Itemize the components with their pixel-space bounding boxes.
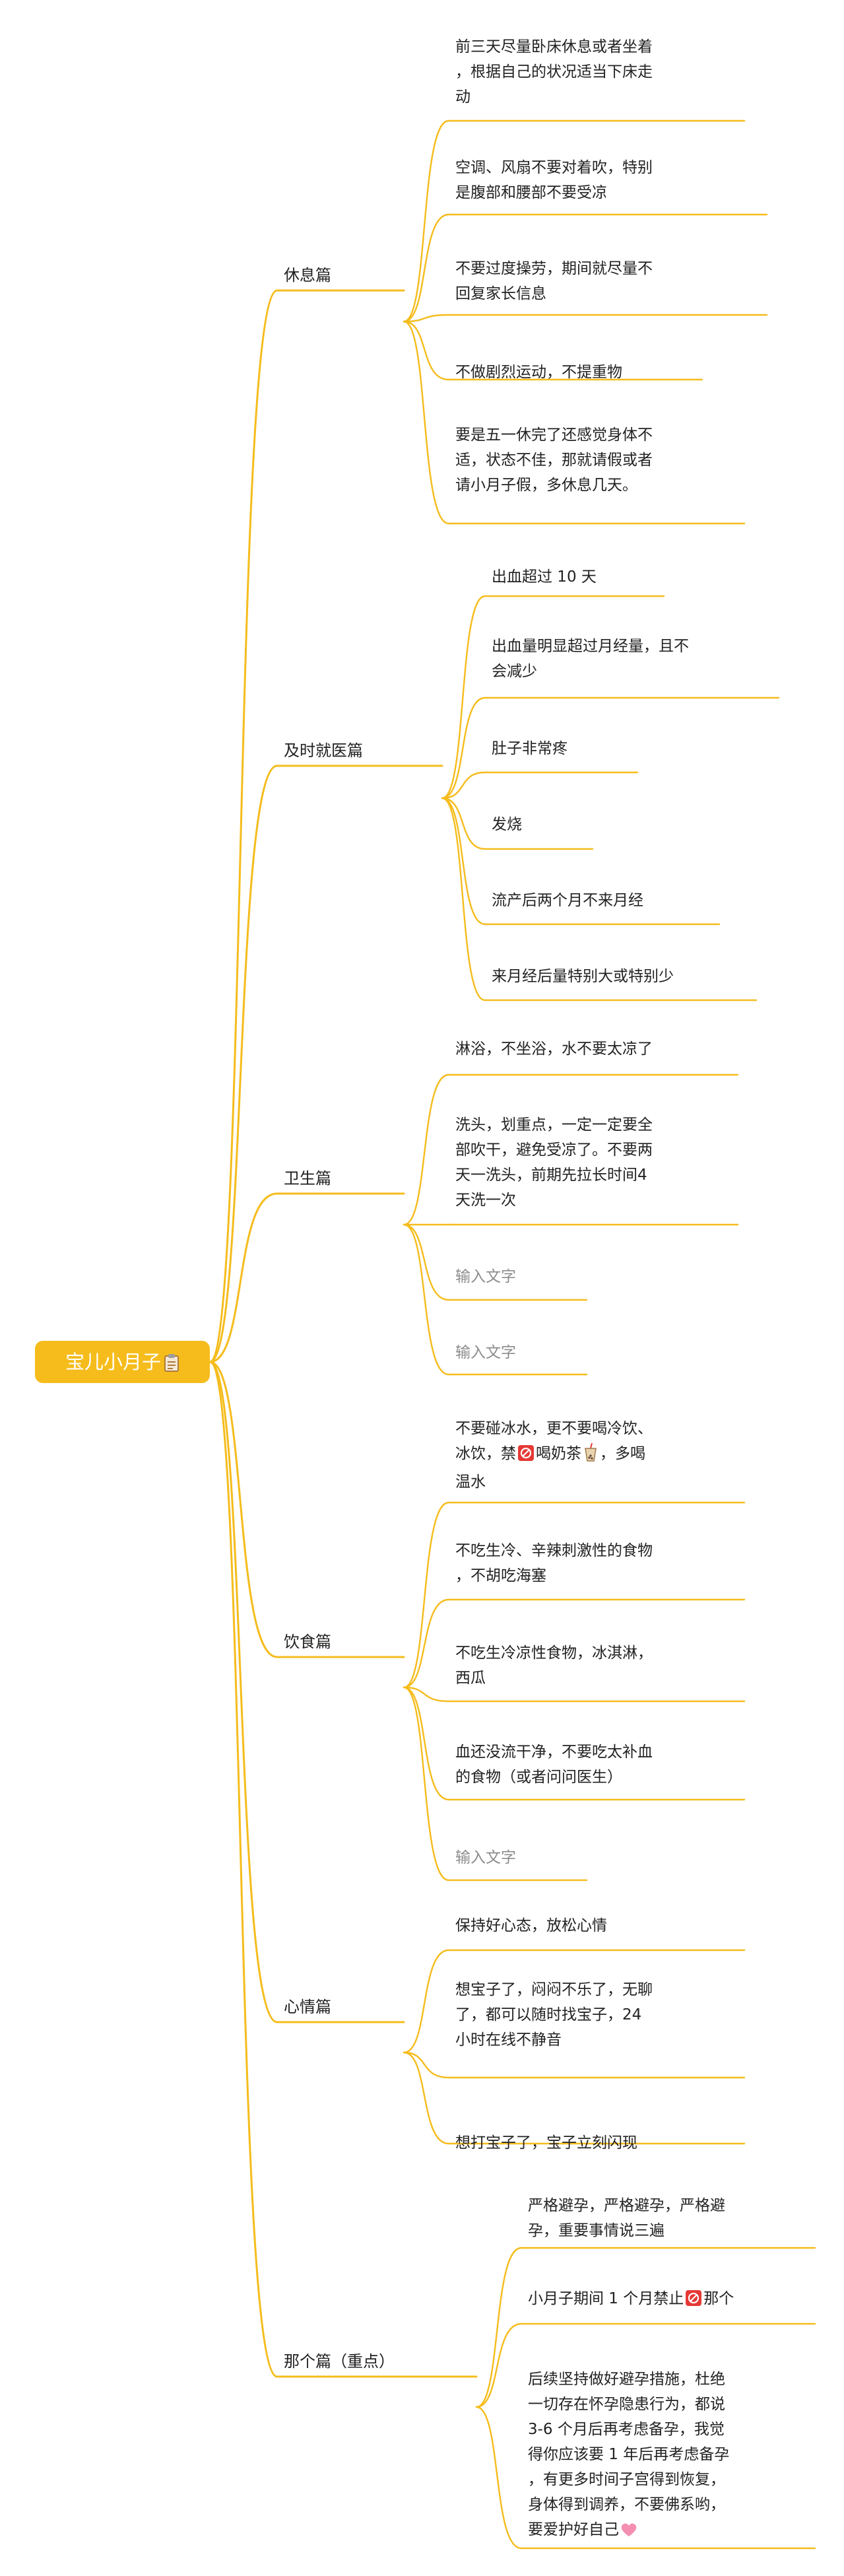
leaf-line: 适，状态不佳，那就请假或者	[455, 452, 653, 469]
leaf-line: 小时在线不静音	[455, 2031, 562, 2049]
leaf-line: 温水	[455, 1474, 486, 1491]
leaf-line: 流产后两个月不来月经	[492, 892, 643, 909]
branch-doctor[interactable]: 及时就医篇	[284, 741, 363, 760]
leaf-node[interactable]: 淋浴，不坐浴，水不要太凉了	[455, 1036, 653, 1062]
leaf-node[interactable]: 保持好心态，放松心情	[455, 1913, 607, 1938]
root-label: 宝儿小月子	[65, 1351, 161, 1373]
leaf-line: 冰饮，禁喝奶茶，多喝	[455, 1441, 653, 1470]
leaf-node[interactable]: 发烧	[492, 812, 522, 837]
leaf-line: 后续坚持做好避孕措施，杜绝	[528, 2371, 725, 2388]
leaf-line: 小月子期间 1 个月禁止那个	[528, 2286, 734, 2315]
root-node[interactable]: 宝儿小月子	[35, 1341, 210, 1383]
root-edge-hygiene	[209, 1192, 278, 1363]
leaf-node[interactable]: 不要过度操劳，期间就尽量不回复家长信息	[455, 256, 653, 306]
root-edge-diet	[209, 1361, 278, 1658]
leaf-node[interactable]: 严格避孕，严格避孕，严格避孕，重要事情说三遍	[528, 2193, 725, 2243]
leaf-node[interactable]: 肚子非常疼	[492, 736, 568, 761]
branch-rest[interactable]: 休息篇	[284, 266, 331, 285]
placeholder-leaf[interactable]: 输入文字	[455, 1340, 516, 1365]
leaf-line: 天一洗头，前期先拉长时间4	[455, 1167, 647, 1184]
leaf-line: ，根据自己的状况适当下床走	[455, 63, 653, 81]
leaf-line: 天洗一次	[455, 1192, 516, 1209]
leaf-line: 回复家长信息	[455, 285, 546, 302]
leaf-node[interactable]: 空调、风扇不要对着吹，特别是腹部和腰部不要受凉	[455, 155, 653, 205]
leaf-line: 肚子非常疼	[492, 740, 568, 757]
branch-hygiene[interactable]: 卫生篇	[284, 1169, 331, 1188]
leaf-line: 请小月子假，多休息几天。	[455, 477, 637, 494]
leaf-line: 要爱护好自己	[528, 2517, 729, 2546]
leaf-line: 要是五一休完了还感觉身体不	[455, 426, 653, 444]
leaf-line: 保持好心态，放松心情	[455, 1917, 607, 1934]
leaf-line: 出血量明显超过月经量，且不	[492, 638, 689, 655]
leaf-node[interactable]: 后续坚持做好避孕措施，杜绝一切存在怀孕隐患行为，都说 3-6 个月后再考虑备孕，我…	[528, 2367, 729, 2546]
leaf-line: 西瓜	[455, 1670, 486, 1687]
leaf-line: 不要碰冰水，更不要喝冷饮、	[455, 1420, 653, 1437]
root-edge-that	[209, 1361, 278, 2378]
leaf-line: 来月经后量特别大或特别少	[492, 968, 674, 985]
leaf-node[interactable]: 不吃生冷、辛辣刺激性的食物 ，不胡吃海塞	[455, 1538, 653, 1588]
leaf-line: 输入文字	[455, 1268, 516, 1285]
leaf-line: 出血超过 10 天	[492, 568, 597, 586]
leaf-line: 了，都可以随时找宝子，24	[455, 2006, 642, 2023]
leaf-node[interactable]: 出血超过 10 天	[492, 564, 597, 590]
root-edge-doctor	[209, 764, 278, 1363]
root-edge-mood	[209, 1361, 278, 2023]
leaf-line: 发烧	[492, 816, 522, 833]
leaf-line: 孕，重要事情说三遍	[528, 2222, 665, 2239]
leaf-node[interactable]: 血还没流干净，不要吃太补血的食物（或者问问医生）	[455, 1740, 653, 1790]
leaf-node[interactable]: 小月子期间 1 个月禁止那个	[528, 2286, 734, 2315]
bubble-tea-icon	[583, 1442, 599, 1470]
clipboard-icon	[164, 1344, 179, 1386]
leaf-line: 想宝子了，闷闷不乐了，无聊	[455, 1981, 653, 1998]
leaf-line: 得你应该要 1 年后再考虑备孕	[528, 2446, 730, 2463]
leaf-line: 空调、风扇不要对着吹，特别	[455, 159, 653, 176]
leaf-node[interactable]: 不吃生冷凉性食物，冰淇淋， 西瓜	[455, 1641, 653, 1691]
leaf-line: 淋浴，不坐浴，水不要太凉了	[455, 1040, 653, 1058]
placeholder-leaf[interactable]: 输入文字	[455, 1264, 516, 1289]
leaf-line: 一切存在怀孕隐患行为，都说	[528, 2396, 725, 2413]
leaf-node[interactable]: 流产后两个月不来月经	[492, 888, 643, 913]
leaf-node[interactable]: 前三天尽量卧床休息或者坐着 ，根据自己的状况适当下床走动	[455, 34, 653, 110]
leaf-node[interactable]: 洗头，划重点，一定一定要全部吹干，避免受凉了。不要两天一洗头，前期先拉长时间4 天…	[455, 1112, 653, 1213]
leaf-line: ，不胡吃海塞	[455, 1567, 546, 1584]
leaf-node[interactable]: 出血量明显超过月经量，且不会减少	[492, 634, 689, 684]
leaf-line: 身体得到调养，不要佛系哟，	[528, 2496, 725, 2513]
leaf-node[interactable]: 来月经后量特别大或特别少	[492, 964, 674, 989]
leaf-line: 部吹干，避免受凉了。不要两	[455, 1141, 653, 1159]
branch-that[interactable]: 那个篇（重点）	[284, 2352, 395, 2371]
leaf-line: 动	[455, 88, 471, 106]
root-edge-rest	[209, 289, 278, 1363]
prohibited-icon	[517, 1444, 535, 1470]
leaf-node[interactable]: 要是五一休完了还感觉身体不适，状态不佳，那就请假或者请小月子假，多休息几天。	[455, 423, 653, 498]
prohibited-icon	[685, 2289, 702, 2315]
branch-mood[interactable]: 心情篇	[284, 1998, 331, 2016]
leaf-line: 不吃生冷、辛辣刺激性的食物	[455, 1542, 653, 1559]
branch-diet[interactable]: 饮食篇	[284, 1633, 331, 1651]
leaf-line: 3-6 个月后再考虑备孕，我觉	[528, 2421, 725, 2438]
leaf-line: 是腹部和腰部不要受凉	[455, 184, 607, 201]
leaf-node[interactable]: 不做剧烈运动，不提重物	[455, 360, 622, 385]
leaf-line: ，有更多时间子宫得到恢复，	[528, 2471, 725, 2488]
leaf-line: 输入文字	[455, 1849, 516, 1866]
leaf-line: 的食物（或者问问医生）	[455, 1769, 622, 1786]
pink-heart-icon	[620, 2521, 637, 2546]
placeholder-leaf[interactable]: 输入文字	[455, 1845, 516, 1870]
leaf-line: 不做剧烈运动，不提重物	[455, 364, 622, 381]
leaf-node[interactable]: 想打宝子了，宝子立刻闪现	[455, 2130, 637, 2155]
leaf-line: 严格避孕，严格避孕，严格避	[528, 2197, 725, 2214]
leaf-line: 输入文字	[455, 1344, 516, 1361]
leaf-line: 血还没流干净，不要吃太补血	[455, 1744, 653, 1761]
leaf-line: 不要过度操劳，期间就尽量不	[455, 260, 653, 277]
leaf-line: 洗头，划重点，一定一定要全	[455, 1116, 653, 1134]
leaf-line: 前三天尽量卧床休息或者坐着	[455, 38, 653, 55]
leaf-line: 不吃生冷凉性食物，冰淇淋，	[455, 1644, 653, 1662]
leaf-node[interactable]: 不要碰冰水，更不要喝冷饮、冰饮，禁喝奶茶，多喝温水	[455, 1416, 653, 1495]
leaf-node[interactable]: 想宝子了，闷闷不乐了，无聊了，都可以随时找宝子，24 小时在线不静音	[455, 1977, 653, 2052]
leaf-line: 会减少	[492, 663, 537, 680]
leaf-line: 想打宝子了，宝子立刻闪现	[455, 2134, 637, 2152]
